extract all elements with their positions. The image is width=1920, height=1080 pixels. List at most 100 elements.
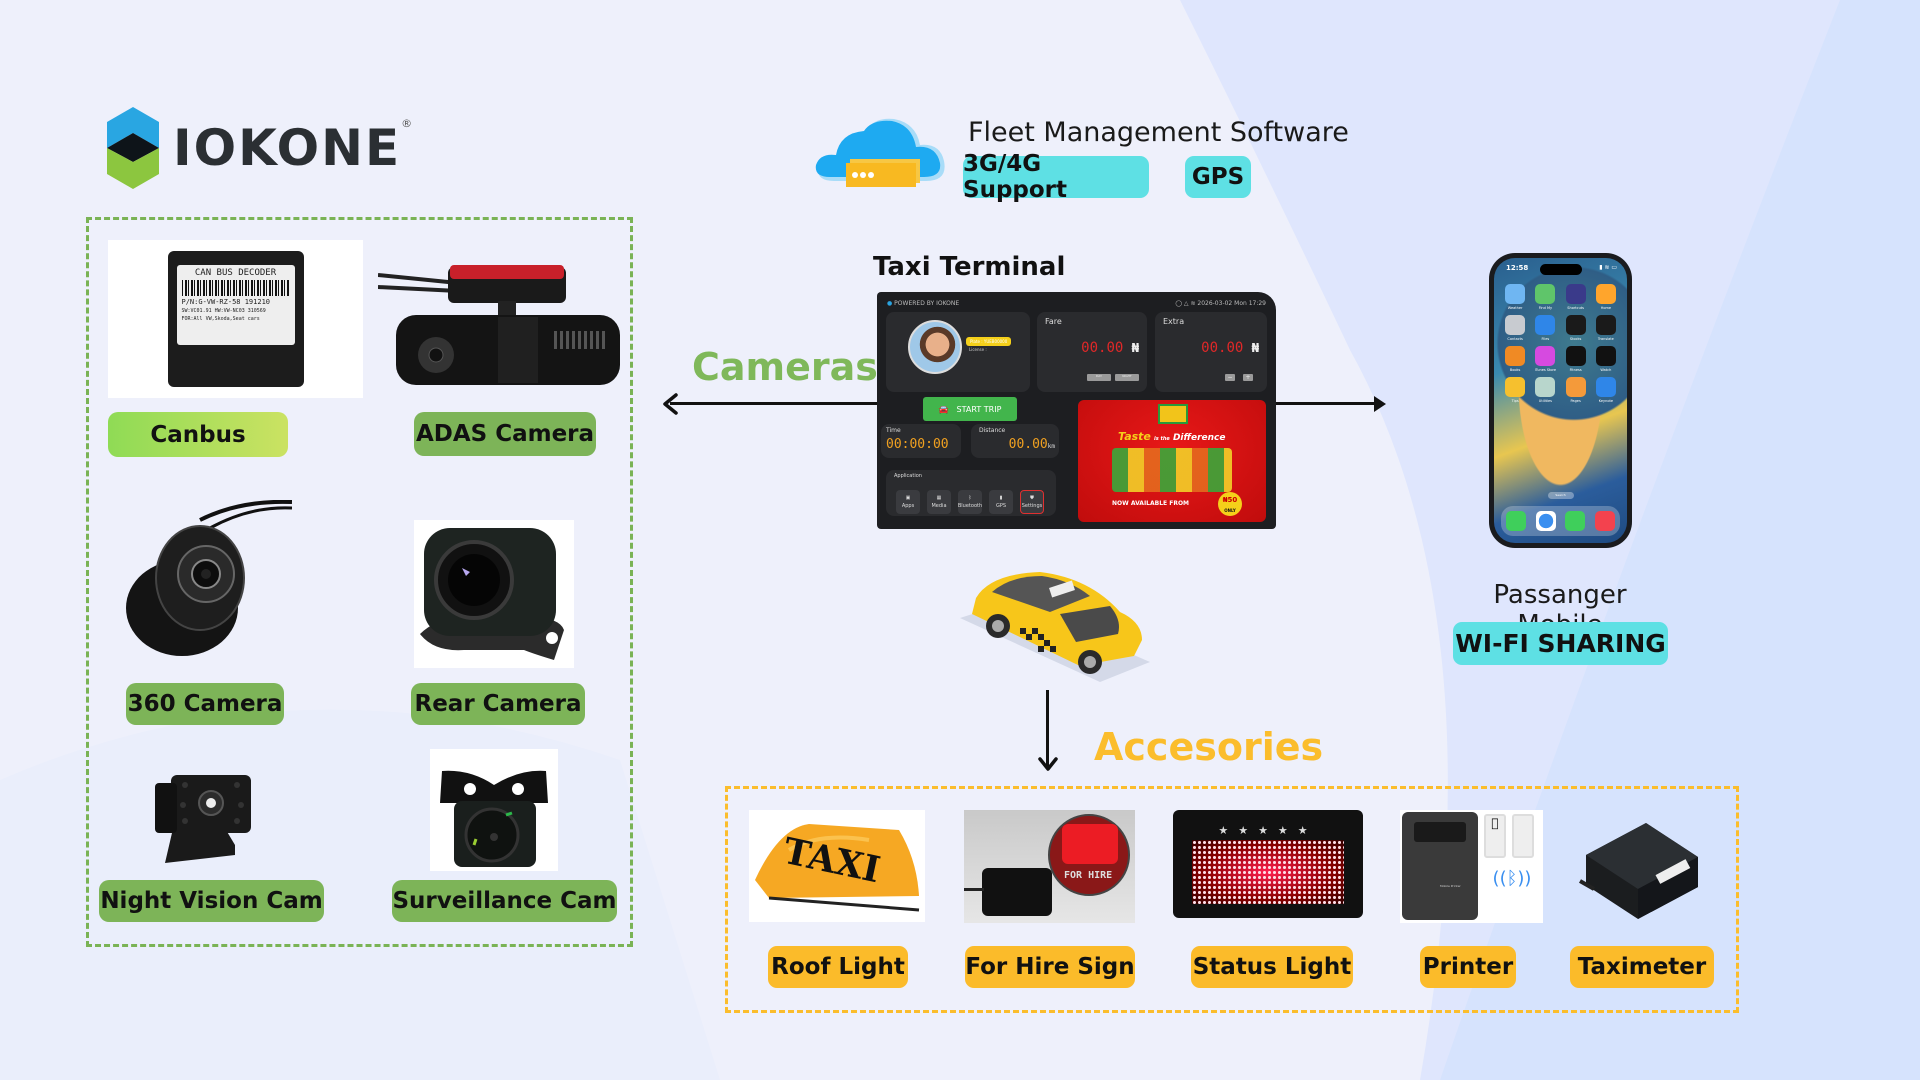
- phone-app-fitness[interactable]: Fitness: [1564, 346, 1588, 372]
- day-button[interactable]: DAY: [1087, 374, 1111, 381]
- phone-app-pages[interactable]: Pages: [1564, 377, 1588, 403]
- label-for-hire-sign: For Hire Sign: [965, 946, 1135, 988]
- messages-icon[interactable]: [1565, 511, 1586, 531]
- dynamic-island: [1539, 264, 1582, 275]
- label-360-camera: 360 Camera: [126, 683, 284, 725]
- phone-app-label: Translate: [1597, 337, 1614, 341]
- ad-footer: NOW AVAILABLE FROM: [1112, 500, 1190, 507]
- canbus-part-number: P/N:G-VW-RZ-58 191210: [181, 298, 271, 306]
- badge-wifi-sharing: WI-FI SHARING: [1453, 622, 1668, 665]
- phone-search-pill[interactable]: Search: [1547, 492, 1574, 499]
- phone-app-shortcuts[interactable]: Shortcuts: [1564, 284, 1588, 310]
- app-button-gps[interactable]: ▮GPS: [989, 490, 1013, 514]
- books-icon: [1505, 346, 1526, 366]
- phone-app-keynote[interactable]: Keynote: [1594, 377, 1618, 403]
- utilities-icon: [1535, 377, 1556, 397]
- music-icon[interactable]: [1595, 511, 1616, 531]
- led-matrix: [1192, 840, 1344, 904]
- arrow-to-accessories: [1046, 690, 1049, 766]
- safari-icon[interactable]: [1535, 511, 1556, 531]
- watch-icon: [1595, 346, 1616, 366]
- application-label: Application: [894, 473, 922, 479]
- for-hire-sign-image: FOR HIRE: [964, 810, 1135, 923]
- surveillance-camera-image: [430, 749, 558, 871]
- time-card: Time 00:00:00: [881, 424, 961, 458]
- phone-app-watch[interactable]: Watch: [1594, 346, 1618, 372]
- cameras-heading: Cameras: [692, 345, 878, 389]
- phone-icon[interactable]: [1505, 511, 1526, 531]
- label-status-light: Status Light: [1191, 946, 1353, 988]
- ad-noodle-packs: [1112, 448, 1232, 492]
- label-roof-light: Roof Light: [768, 946, 908, 988]
- night-button[interactable]: NIGHT: [1115, 374, 1139, 381]
- label-surveillance-cam: Surveillance Cam: [392, 880, 617, 922]
- phone-app-itunes-store[interactable]: iTunes Store: [1533, 346, 1557, 372]
- phone-app-books[interactable]: Books: [1503, 346, 1527, 372]
- phone-app-translate[interactable]: Translate: [1594, 315, 1618, 341]
- phone-app-label: Utilities: [1538, 399, 1552, 403]
- home-icon: [1595, 284, 1616, 304]
- app-button-settings[interactable]: ⛊Settings: [1020, 490, 1044, 514]
- taxi-terminal-title: Taxi Terminal: [873, 252, 1066, 282]
- fleet-management-title: Fleet Management Software: [968, 117, 1349, 148]
- taxi-terminal-screen: ● POWERED BY IOKONE ◯ △ ≋ 2026-03-02 Mon…: [877, 292, 1276, 529]
- pages-icon: [1565, 377, 1586, 397]
- phone-app-label: Tips: [1511, 399, 1519, 403]
- phone-app-label: Stocks: [1569, 337, 1582, 341]
- phone-app-home[interactable]: Home: [1594, 284, 1618, 310]
- weather-icon: [1505, 284, 1526, 304]
- cloud-server-icon: [815, 118, 945, 187]
- app-button-apps[interactable]: ▣Apps: [896, 490, 920, 514]
- start-trip-label: START TRIP: [956, 404, 1002, 414]
- phone-app-find-my[interactable]: Find My: [1533, 284, 1557, 310]
- extra-plus-button[interactable]: +: [1243, 374, 1253, 381]
- label-printer: Printer: [1420, 946, 1516, 988]
- car-icon: 🚘: [938, 404, 949, 414]
- label-rear-camera: Rear Camera: [411, 683, 585, 725]
- for-hire-text: FOR HIRE: [1064, 870, 1113, 881]
- phone-app-stocks[interactable]: Stocks: [1564, 315, 1588, 341]
- arrow-left-head-icon: [663, 393, 678, 415]
- stars-row: ★★★★★: [1218, 824, 1318, 837]
- label-taximeter: Taximeter: [1570, 946, 1714, 988]
- shield-icon: ⛊: [1030, 495, 1034, 501]
- advertisement-banner[interactable]: Taste is the Difference NOW AVAILABLE FR…: [1078, 400, 1266, 522]
- terminal-status-bar: ● POWERED BY IOKONE ◯ △ ≋ 2026-03-02 Mon…: [887, 297, 1266, 309]
- phone-dock: [1501, 506, 1620, 536]
- rear-camera-image: [414, 520, 574, 668]
- start-trip-button[interactable]: 🚘 START TRIP: [923, 397, 1017, 421]
- phone-app-label: Contacts: [1507, 337, 1523, 341]
- phone-app-utilities[interactable]: Utilities: [1533, 377, 1557, 403]
- tips-icon: [1505, 377, 1526, 397]
- car-icon: ▣: [905, 495, 911, 501]
- phone-app-weather[interactable]: Weather: [1503, 284, 1527, 310]
- cameras-group-box: [86, 217, 633, 947]
- terminal-datetime: ◯ △ ≋ 2026-03-02 Mon 17:29: [1175, 299, 1266, 307]
- phone-app-label: Home: [1600, 306, 1612, 310]
- phone-app-tips[interactable]: Tips: [1503, 377, 1527, 403]
- extra-value: 00.00 ₦: [1201, 340, 1259, 356]
- driver-avatar: [908, 320, 962, 374]
- phone-status-icons: ▮ ≋ ▭: [1599, 264, 1617, 271]
- ad-brand-logo: [1158, 404, 1188, 424]
- status-light-image: ★★★★★: [1173, 810, 1363, 918]
- iokone-hexagon-icon: [107, 107, 159, 189]
- phone-app-contacts[interactable]: Contacts: [1503, 315, 1527, 341]
- extra-minus-button[interactable]: −: [1225, 374, 1235, 381]
- fare-label: Fare: [1045, 317, 1062, 326]
- phone-app-files[interactable]: Files: [1533, 315, 1557, 341]
- app-button-media[interactable]: ▦Media: [927, 490, 951, 514]
- time-value: 00:00:00: [886, 437, 949, 452]
- fitness-icon: [1565, 346, 1586, 366]
- phone-app-label: Find My: [1538, 306, 1553, 310]
- contacts-icon: [1505, 315, 1526, 335]
- phone-app-label: Books: [1509, 368, 1521, 372]
- night-vision-camera-image: [155, 775, 251, 863]
- bluetooth-signal-icon: ((ᛒ)): [1492, 868, 1532, 889]
